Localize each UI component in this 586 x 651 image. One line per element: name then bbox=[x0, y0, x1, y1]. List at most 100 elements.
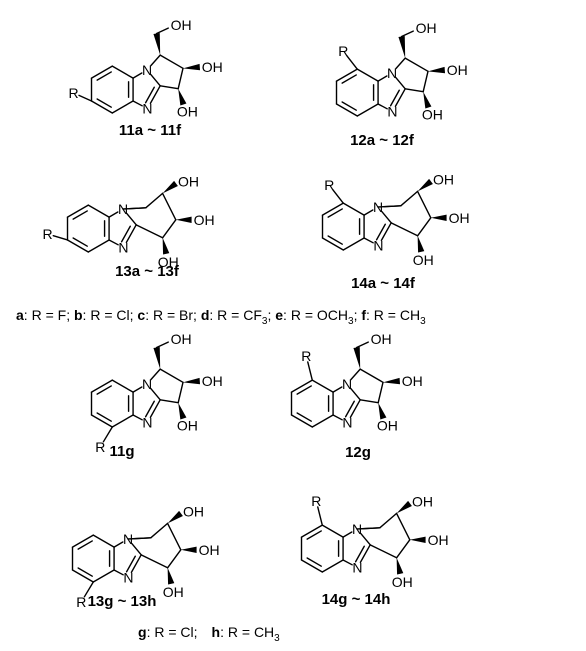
double-bond-inner bbox=[306, 530, 322, 540]
benzene-bond bbox=[111, 414, 134, 428]
imidazole-bond bbox=[113, 569, 124, 576]
wedge-bond bbox=[153, 346, 161, 370]
benzene-bond bbox=[90, 379, 113, 393]
ring-bond bbox=[133, 537, 152, 540]
double-bond-inner bbox=[327, 235, 343, 245]
wedge-bond bbox=[423, 91, 432, 109]
ring-bond bbox=[400, 190, 419, 207]
n-atom: N bbox=[142, 376, 152, 392]
wedge-bond bbox=[183, 63, 201, 71]
benzene-bond bbox=[71, 534, 94, 548]
r-group: R bbox=[338, 43, 348, 59]
ring-bond bbox=[150, 54, 161, 67]
ring-bond bbox=[390, 222, 419, 237]
compound-label: 14g ~ 14h bbox=[322, 591, 391, 608]
imidazole-bond bbox=[381, 210, 392, 224]
benzene-bond bbox=[356, 103, 379, 117]
r-bond bbox=[52, 234, 69, 241]
n-atom: N bbox=[123, 570, 133, 586]
compound-label: 12g bbox=[345, 444, 371, 461]
wedge-bond bbox=[178, 88, 187, 106]
oh-label: OH bbox=[158, 254, 179, 270]
compound-label: 13g ~ 13h bbox=[88, 593, 157, 610]
wedge-bond bbox=[417, 178, 433, 192]
oh-label: OH bbox=[433, 171, 454, 187]
imidazole-bond bbox=[332, 414, 343, 421]
double-bond-inner bbox=[125, 555, 136, 573]
compound-label: 11g bbox=[109, 443, 134, 460]
imidazole-bond bbox=[380, 222, 392, 242]
ring-bond bbox=[362, 527, 381, 530]
benzene-bond bbox=[92, 534, 115, 548]
ring-bond bbox=[159, 85, 179, 90]
benzene-bond bbox=[321, 524, 344, 538]
n-atom: N bbox=[142, 62, 152, 78]
double-bond-inner bbox=[72, 237, 88, 247]
benzene-bond bbox=[311, 379, 334, 393]
double-bond-inner bbox=[72, 210, 88, 220]
benzene-bond bbox=[111, 379, 134, 393]
double-bond-inner bbox=[120, 225, 131, 243]
imidazole-bond bbox=[363, 237, 374, 244]
ring-bond bbox=[359, 399, 379, 404]
oh-label: OH bbox=[412, 493, 433, 509]
r-bond bbox=[317, 506, 323, 526]
imidazole-bond bbox=[130, 554, 142, 574]
ring-bond bbox=[166, 522, 182, 551]
n-atom: N bbox=[342, 415, 352, 431]
ring-bond bbox=[159, 399, 179, 404]
imidazole-bond bbox=[150, 73, 161, 87]
ring-bond bbox=[416, 217, 432, 237]
imidazole-bond bbox=[342, 559, 353, 566]
imidazole-bond bbox=[377, 75, 388, 82]
ring-bond bbox=[369, 544, 398, 559]
n-atom: N bbox=[342, 376, 352, 392]
wedge-bond bbox=[153, 32, 161, 56]
double-bond-inner bbox=[341, 101, 357, 111]
compound-label: 14a ~ 14f bbox=[351, 275, 416, 292]
imidazole-bond bbox=[377, 103, 388, 110]
oh-label: OH bbox=[177, 418, 198, 434]
r-bond bbox=[307, 361, 313, 381]
oh-label: OH bbox=[402, 373, 423, 389]
wedge-bond bbox=[178, 402, 187, 420]
imidazole-bond bbox=[108, 211, 119, 218]
ring-bond bbox=[422, 70, 429, 93]
benzene-bond bbox=[90, 414, 113, 428]
oh-label: OH bbox=[202, 59, 223, 75]
oh-label: OH bbox=[171, 17, 192, 33]
ring-bond bbox=[350, 368, 361, 381]
r-group: R bbox=[324, 177, 334, 193]
r-group: R bbox=[301, 348, 311, 364]
benzene-bond bbox=[300, 559, 323, 573]
ring-bond bbox=[395, 57, 406, 70]
bond bbox=[155, 27, 169, 35]
imidazole-bond bbox=[342, 531, 353, 538]
oh-label: OH bbox=[428, 532, 449, 548]
benzene-bond bbox=[111, 100, 134, 114]
imidazole-bond bbox=[394, 88, 406, 108]
r-bond bbox=[83, 581, 94, 598]
oh-label: OH bbox=[163, 584, 184, 600]
benzene-bond bbox=[90, 65, 113, 79]
benzene-bond bbox=[290, 379, 313, 393]
benzene-bond bbox=[111, 65, 134, 79]
r-group: R bbox=[42, 226, 52, 242]
ring-bond bbox=[161, 219, 177, 239]
r-group: R bbox=[68, 85, 78, 101]
double-bond-inner bbox=[306, 557, 322, 567]
oh-label: OH bbox=[377, 418, 398, 434]
double-bond-inner bbox=[144, 400, 155, 418]
wedge-bond bbox=[167, 567, 175, 585]
n-atom: N bbox=[373, 238, 383, 254]
double-bond-inner bbox=[77, 540, 93, 550]
ring-bond bbox=[159, 54, 184, 70]
imidazole-bond bbox=[131, 542, 142, 556]
oh-label: OH bbox=[447, 62, 468, 78]
wedge-bond bbox=[396, 500, 412, 514]
wedge-bond bbox=[378, 402, 387, 420]
imidazole-bond bbox=[150, 387, 161, 401]
